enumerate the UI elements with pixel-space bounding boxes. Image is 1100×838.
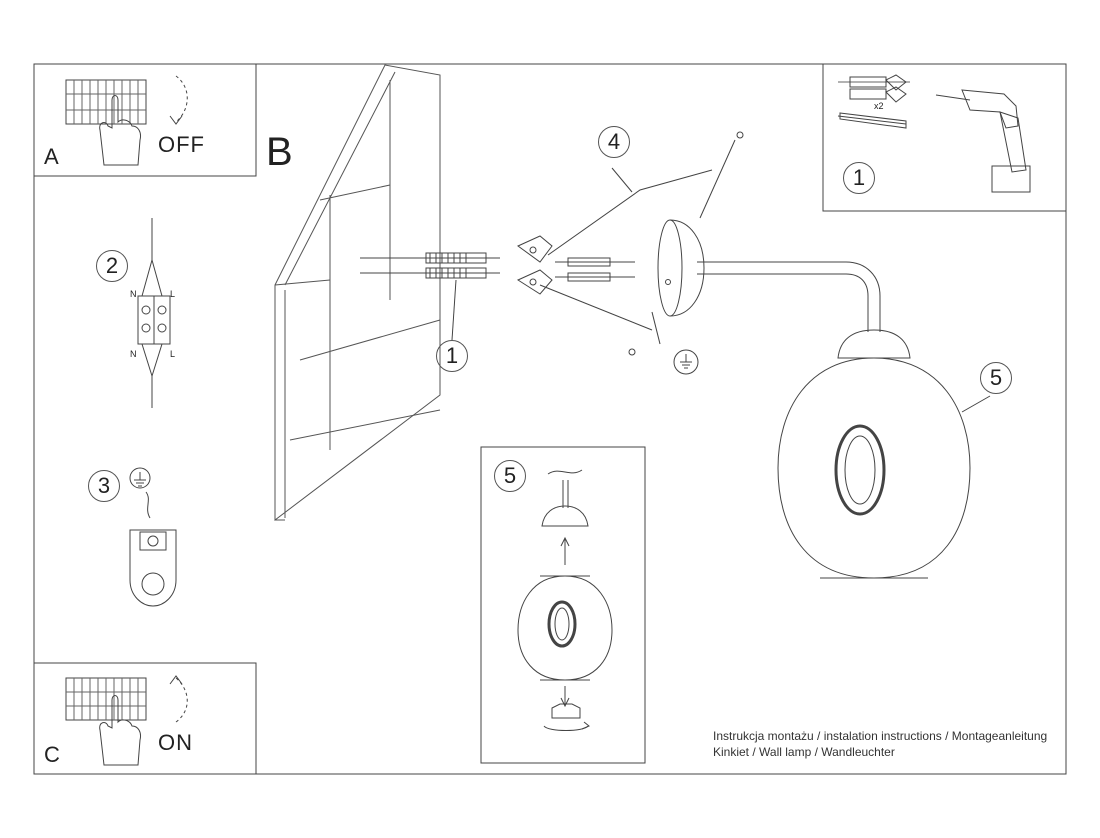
- inset-ring-nut: [543, 703, 590, 731]
- step-number-2: 2: [96, 250, 128, 282]
- connector-n-bottom: N: [130, 349, 137, 359]
- step-number-kit-1: 1: [843, 162, 875, 194]
- lamp-shade: [777, 329, 971, 579]
- section-label-c: C: [44, 742, 60, 767]
- wall-dowels: [360, 252, 500, 341]
- connector-l-top: L: [170, 289, 176, 299]
- lamp-wall-plate: [657, 219, 705, 317]
- inset-arrow-up: [560, 536, 570, 565]
- ground-terminal-icon: [129, 467, 177, 607]
- dowel-kit-icon: [838, 74, 910, 103]
- caption-line-1: Instrukcja montażu / instalation instruc…: [713, 729, 1048, 743]
- inset-shade: [517, 575, 613, 681]
- inset-arrow-down: [560, 686, 570, 708]
- kit-quantity: x2: [874, 101, 884, 111]
- screw-kit-icon: [837, 112, 907, 129]
- panel-c-box: [34, 662, 257, 774]
- breaker-panel-a-icon: [65, 79, 147, 125]
- switch-on-label: ON: [158, 730, 193, 755]
- inset-cup: [541, 505, 589, 527]
- step-number-3: 3: [88, 470, 120, 502]
- lamp-ground-symbol: [651, 311, 699, 375]
- lamp-arm: [697, 261, 881, 332]
- hand-c-icon: [99, 695, 141, 766]
- breaker-panel-c-icon: [65, 677, 147, 721]
- terminal-connector-icon: [137, 218, 171, 408]
- step-number-main-4: 4: [598, 126, 630, 158]
- step-4-leaders: [539, 139, 736, 331]
- kit-box: [822, 64, 1066, 212]
- caption-line-2: Kinkiet / Wall lamp / Wandleuchter: [713, 745, 895, 759]
- drill-icon: [935, 89, 1031, 193]
- screw-head-top: [736, 131, 744, 139]
- step-5-leader: [961, 395, 991, 413]
- bracket-screws: [555, 257, 635, 282]
- step-number-main-1: 1: [436, 340, 468, 372]
- step-number-main-5: 5: [980, 362, 1012, 394]
- switch-off-label: OFF: [158, 132, 205, 157]
- arrow-down-a-icon: [169, 75, 188, 125]
- sheet-frame: [33, 63, 1067, 775]
- arrow-up-c-icon: [169, 675, 188, 723]
- connector-l-bottom: L: [170, 349, 176, 359]
- section-label-b: B: [266, 130, 293, 174]
- inset-wire: [547, 469, 583, 508]
- mounting-bracket-icon: [516, 235, 553, 295]
- inset-box: [480, 446, 646, 764]
- section-label-a: A: [44, 144, 59, 169]
- connector-n-top: N: [130, 289, 137, 299]
- step-number-inset-5: 5: [494, 460, 526, 492]
- hand-a-icon: [99, 95, 141, 166]
- wall-tiles: [274, 64, 441, 522]
- panel-a-box: [34, 63, 257, 177]
- screw-head-bottom: [628, 348, 636, 356]
